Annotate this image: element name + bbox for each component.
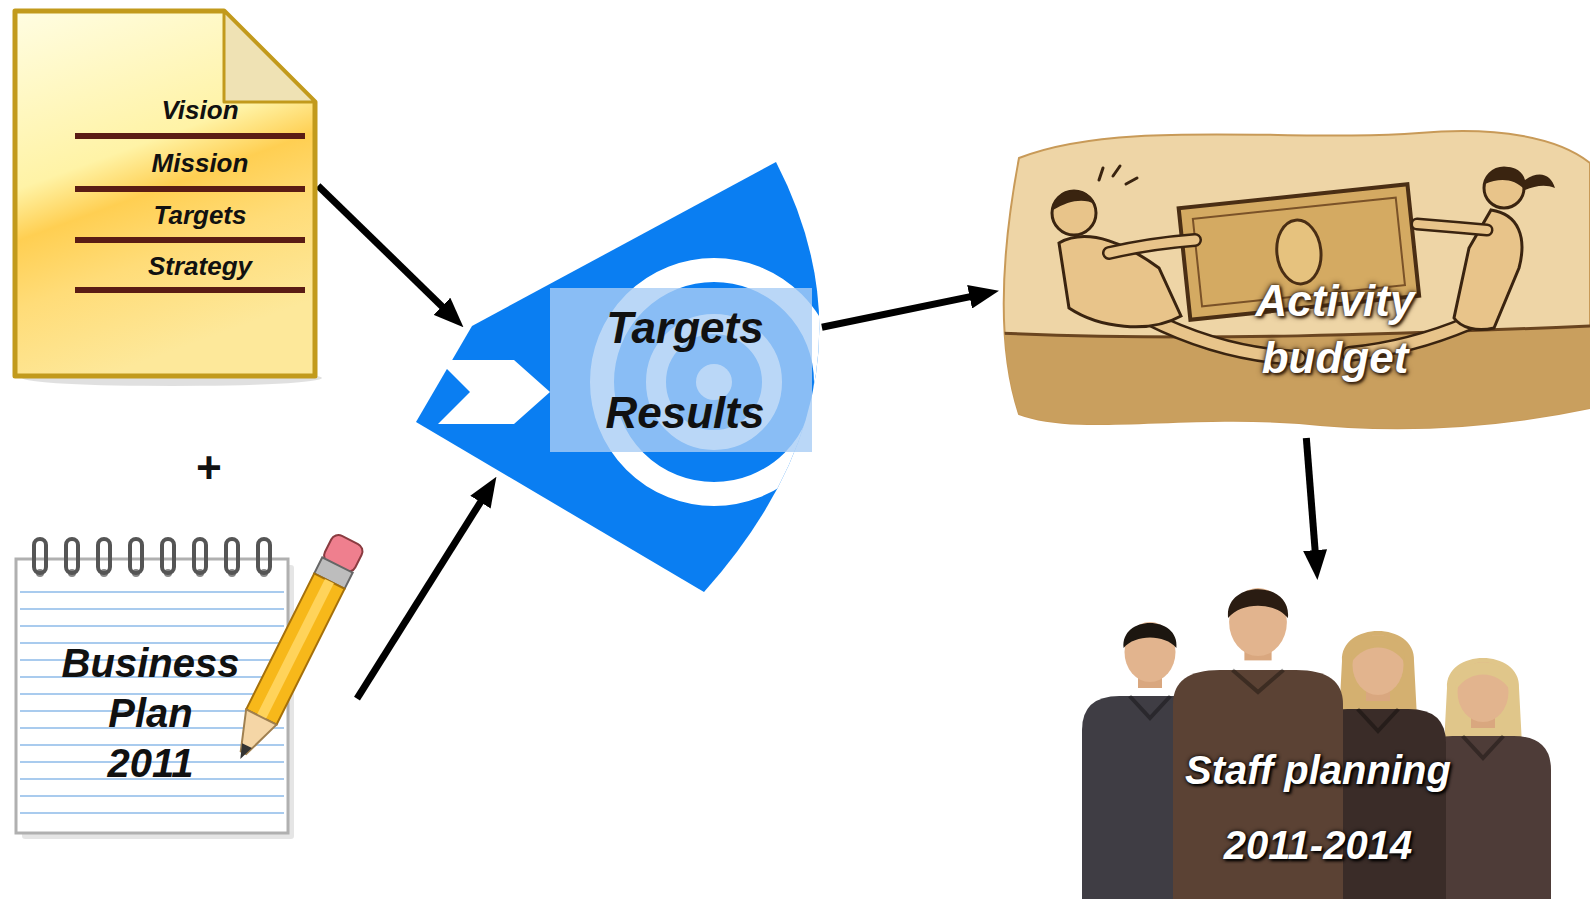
pad-line xyxy=(20,812,284,814)
bill-seal xyxy=(1274,218,1324,286)
target-shape-outline xyxy=(414,160,826,600)
person-fringe xyxy=(1456,662,1510,690)
text-bar xyxy=(75,186,305,192)
text-bar xyxy=(75,237,305,243)
person-collar xyxy=(1233,670,1284,692)
budget-illustration: Activity budget xyxy=(999,118,1590,438)
pencil xyxy=(225,532,365,766)
pencil-cone xyxy=(228,709,276,760)
document-line: Targets xyxy=(110,202,290,228)
pad-line xyxy=(20,625,284,627)
staff-years: 2011-2014 xyxy=(1138,821,1498,869)
spiral-ring xyxy=(194,539,206,573)
person-collar xyxy=(1463,736,1504,758)
paper-fold xyxy=(224,11,315,102)
document-line: Vision xyxy=(110,97,290,123)
notepad-icon: Business Plan 2011 xyxy=(12,537,357,842)
person-collar xyxy=(1130,696,1171,718)
paper-sheet xyxy=(15,11,315,376)
pencil-tip xyxy=(235,743,252,761)
text-bar xyxy=(75,287,305,293)
person-collar xyxy=(1358,709,1399,731)
budget-scene xyxy=(999,166,1590,448)
target-text: Results xyxy=(555,389,815,437)
notepad-icon-outline xyxy=(12,537,357,842)
budget-title: Activity budget xyxy=(1225,272,1445,386)
woman-arm xyxy=(1417,224,1487,230)
man-arm xyxy=(1109,240,1195,253)
document-icon-outline xyxy=(12,8,318,386)
spiral-ring xyxy=(258,539,270,573)
man-head xyxy=(1052,191,1096,235)
target-arrow xyxy=(438,360,550,424)
spiral-ring xyxy=(162,539,174,573)
target-shape: TargetsResults xyxy=(414,160,826,600)
woman-arm xyxy=(1417,224,1487,230)
pad-line xyxy=(20,795,284,797)
target-text: Targets xyxy=(555,304,815,352)
spiral-ring xyxy=(226,539,238,573)
man-arm xyxy=(1109,240,1195,253)
pad-line xyxy=(20,608,284,610)
pencil-stripe xyxy=(257,579,334,719)
document-line: Strategy xyxy=(110,253,290,279)
man-hair xyxy=(1053,191,1095,210)
connector-arrow xyxy=(822,294,981,327)
spiral-ring xyxy=(66,539,78,573)
person-fringe xyxy=(1351,635,1405,663)
connector-arrow xyxy=(318,186,451,315)
pencil-body xyxy=(246,574,344,725)
person-hair xyxy=(1228,589,1288,618)
pad-line xyxy=(20,591,284,593)
spiral-ring xyxy=(34,539,46,573)
spiral-ring xyxy=(98,539,110,573)
staff-photo: Staff planning 2011-2014 xyxy=(1088,580,1566,899)
text-bar xyxy=(75,133,305,139)
document-icon: VisionMissionTargetsStrategy xyxy=(12,8,318,386)
woman-hair xyxy=(1485,167,1555,190)
target-shape xyxy=(416,162,819,592)
motion-lines xyxy=(1099,166,1137,184)
connector-arrow xyxy=(357,492,487,699)
staff-title: Staff planning xyxy=(1138,746,1498,794)
plus-sign: + xyxy=(178,444,238,492)
spiral-ring xyxy=(130,539,142,573)
pad-paper xyxy=(16,559,288,833)
notepad-title: Business Plan 2011 xyxy=(48,638,253,788)
person-hair xyxy=(1123,623,1176,648)
document-line: Mission xyxy=(110,150,290,176)
connector-arrow xyxy=(1306,438,1316,562)
